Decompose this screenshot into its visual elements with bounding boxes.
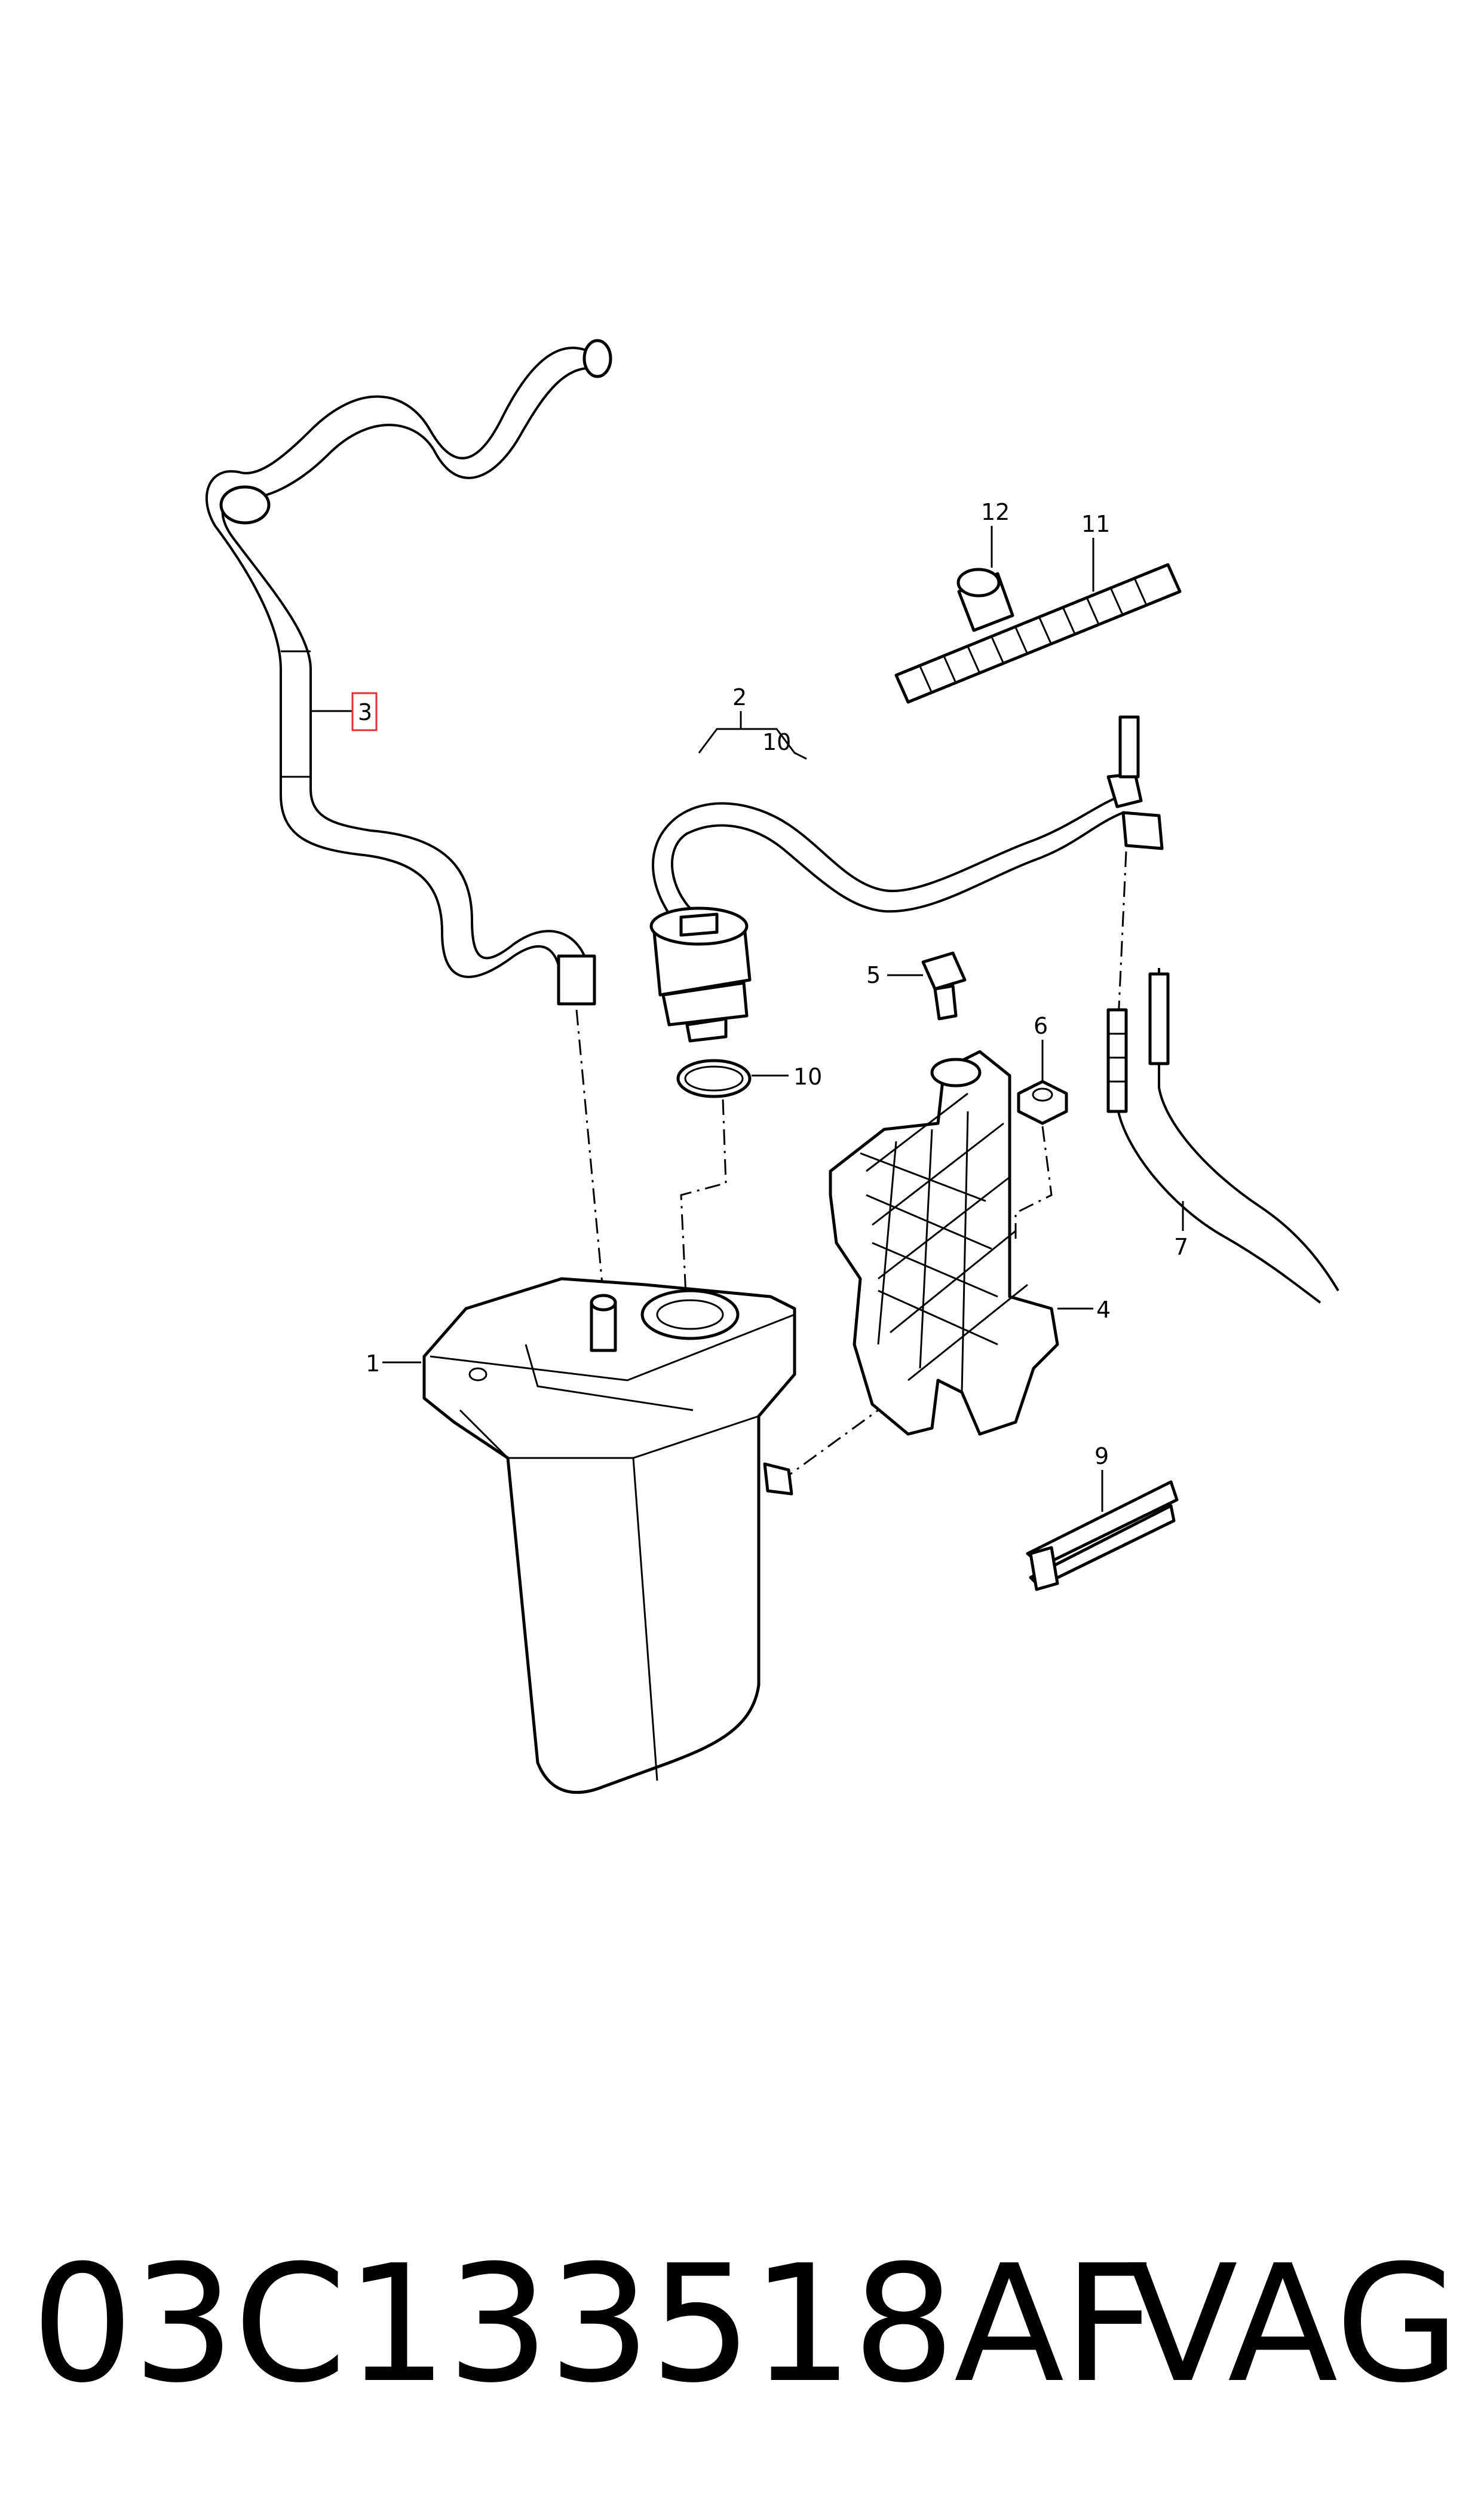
part-10-o-ring [676, 1059, 752, 1098]
part-1-tank [422, 1277, 796, 1794]
part-number: 03C133518AF [31, 2230, 1156, 2418]
part-7-lines [1106, 968, 1339, 1304]
callout-3-highlight-box [351, 692, 378, 731]
callout-3-label: 3 [358, 699, 372, 725]
part-6-nut [1017, 1080, 1068, 1125]
callout-12-label: 12 [981, 499, 1010, 525]
callout-10-label: 10 [793, 1064, 822, 1090]
part-2-vent-valve [649, 715, 1164, 1043]
callout-2-sub-label: 10 [762, 729, 791, 755]
brand-label: VAG [1127, 2230, 1460, 2418]
footer: 03C133518AF VAG [0, 2235, 1484, 2414]
callout-9-label: 9 [1094, 1443, 1109, 1469]
callout-2-label: 2 [732, 684, 747, 710]
part-4-bracket [829, 1050, 1059, 1436]
part-9-clip [1026, 1480, 1179, 1591]
part-11-corrugated-tube [894, 563, 1182, 704]
exploded-parts-diagram: 3 12 11 2 10 10 [205, 339, 1339, 1794]
part-3-hose [205, 339, 612, 1006]
part-12-sleeve [956, 568, 1014, 632]
callout-5-label: 5 [866, 962, 881, 988]
callout-11-label: 11 [1081, 511, 1110, 537]
callout-1-label: 1 [366, 1350, 380, 1377]
callout-7-label: 7 [1174, 1234, 1188, 1260]
part-5-bolt [921, 951, 967, 1021]
callout-4-label: 4 [1096, 1297, 1111, 1323]
callout-6-label: 6 [1034, 1013, 1048, 1039]
